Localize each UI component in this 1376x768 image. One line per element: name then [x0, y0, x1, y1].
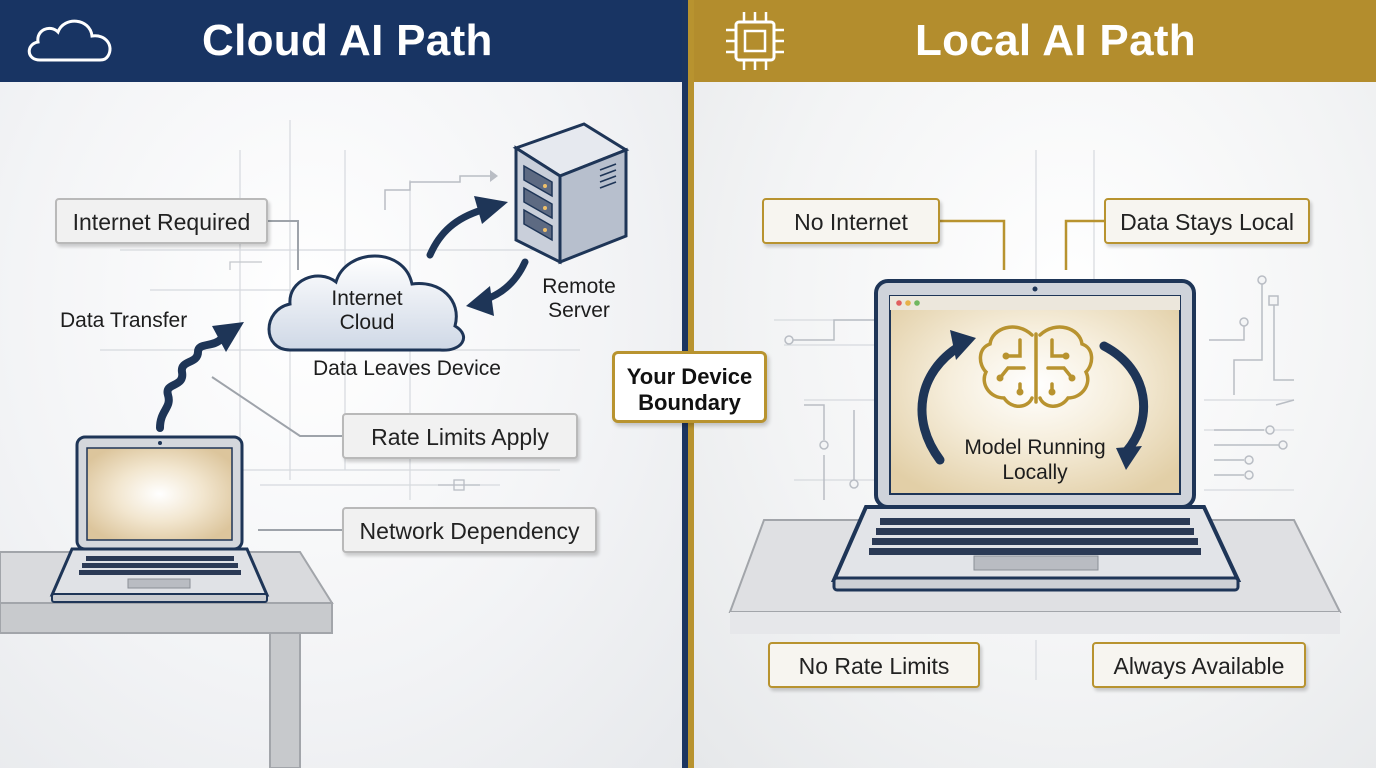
remote-server-line1: Remote — [542, 275, 616, 298]
rate-limits-apply-label: Rate Limits Apply — [342, 413, 578, 459]
remote-server-icon — [512, 122, 630, 265]
remote-server-label: Remote Server — [530, 275, 628, 323]
always-available-label: Always Available — [1092, 642, 1306, 688]
local-illustration — [728, 150, 1342, 680]
data-transfer-label: Data Transfer — [60, 309, 188, 332]
no-internet-label: No Internet — [762, 198, 940, 244]
cloud-illustration — [0, 120, 630, 768]
internet-required-label: Internet Required — [55, 198, 268, 244]
data-leaves-device-label: Data Leaves Device — [313, 357, 501, 380]
device-boundary-line1: Your Device — [626, 364, 753, 389]
cloud-ai-panel: Internet Required Data Transfer Internet… — [0, 0, 682, 768]
local-header: Local AI Path — [694, 0, 1376, 82]
device-boundary-label: Your Device Boundary — [612, 351, 767, 423]
device-boundary-line2: Boundary — [638, 390, 741, 415]
cloud-header-title: Cloud AI Path — [202, 16, 493, 65]
network-dependency-label: Network Dependency — [342, 507, 597, 553]
internet-cloud-icon — [267, 254, 466, 352]
local-header-title: Local AI Path — [915, 16, 1196, 65]
brain-icon — [978, 325, 1094, 408]
model-running-label: Model Running Locally — [952, 435, 1118, 485]
cloud-header: Cloud AI Path — [0, 0, 682, 82]
laptop — [49, 435, 270, 603]
model-running-line2: Locally — [1002, 461, 1068, 484]
chip-icon — [726, 12, 784, 70]
local-ai-panel: No Internet Data Stays Local Model Runni… — [694, 0, 1376, 768]
internet-cloud-line2: Cloud — [339, 311, 395, 334]
internet-cloud-label: Internet Cloud — [318, 287, 416, 335]
cloud-icon — [27, 19, 112, 62]
remote-server-line2: Server — [548, 299, 610, 322]
data-stays-local-label: Data Stays Local — [1104, 198, 1310, 244]
internet-cloud-line1: Internet — [331, 287, 403, 310]
model-running-line1: Model Running — [964, 436, 1106, 459]
no-rate-limits-label: No Rate Limits — [768, 642, 980, 688]
